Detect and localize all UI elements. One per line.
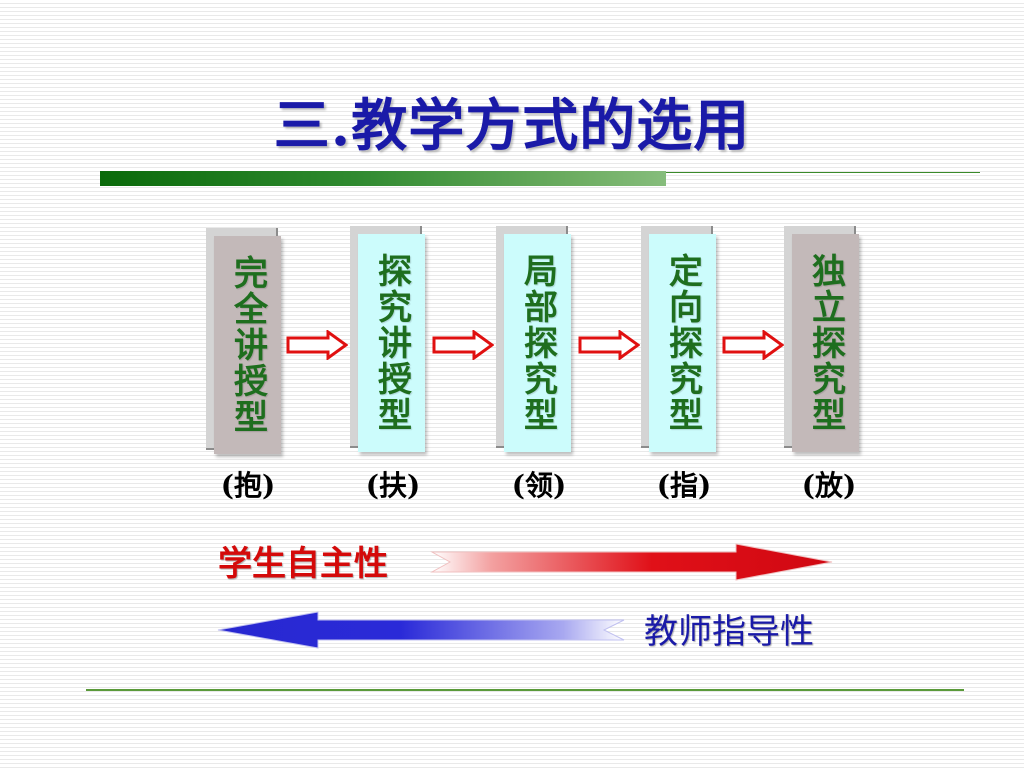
stage-2-text: 探究讲授型 — [371, 253, 412, 433]
stage-5-text: 独立探究型 — [805, 253, 846, 433]
stage-1: 完全讲授型 — [206, 228, 281, 454]
stage-5-card: 独立探究型 — [792, 234, 859, 452]
stage-4: 定向探究型 — [641, 226, 716, 452]
stage-2-card: 探究讲授型 — [358, 234, 425, 452]
student-autonomy-label: 学生自主性 — [218, 544, 388, 584]
stage-3-label: (领) — [511, 469, 567, 502]
stage-1-label: (抱) — [220, 469, 276, 502]
stage-3: 局部探究型 — [496, 226, 571, 452]
student-autonomy-arrow-icon — [430, 543, 833, 581]
stage-5: 独立探究型 — [784, 226, 859, 452]
stage-3-card: 局部探究型 — [504, 234, 571, 452]
page-title: 三.教学方式的选用 — [273, 93, 751, 159]
stage-1-text: 完全讲授型 — [227, 255, 268, 435]
title-rule-bar — [100, 171, 666, 186]
flow-arrow-2-icon — [432, 330, 494, 360]
stage-4-label: (指) — [656, 469, 712, 502]
stage-3-text: 局部探究型 — [517, 253, 558, 433]
stage-2-label: (扶) — [365, 469, 421, 502]
flow-arrow-1-icon — [286, 330, 348, 360]
bottom-rule — [86, 689, 964, 691]
flow-arrow-4-icon — [722, 330, 784, 360]
teacher-guidance-label: 教师指导性 — [644, 612, 814, 652]
stage-4-card: 定向探究型 — [649, 234, 716, 452]
stage-4-text: 定向探究型 — [662, 253, 703, 433]
flow-arrow-3-icon — [578, 330, 640, 360]
stage-2: 探究讲授型 — [350, 226, 425, 452]
stage-5-label: (放) — [801, 469, 857, 502]
teacher-guidance-arrow-icon — [217, 611, 625, 649]
stage-1-card: 完全讲授型 — [214, 236, 281, 454]
